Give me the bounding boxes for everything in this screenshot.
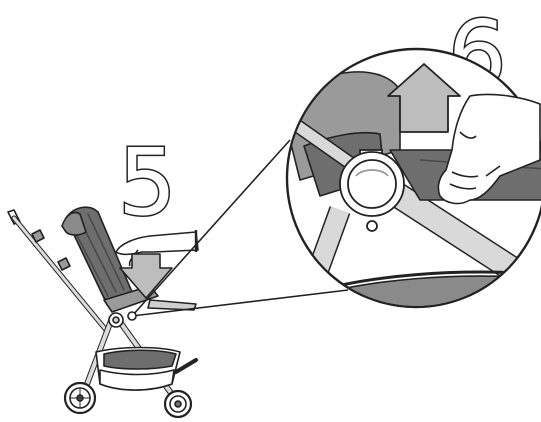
zoom-detail [280,49,541,340]
stroller-basket [96,348,180,391]
front-wheel-icon [65,383,95,413]
step-5-number: 5 [118,129,177,236]
rear-wheel-icon [165,391,191,417]
